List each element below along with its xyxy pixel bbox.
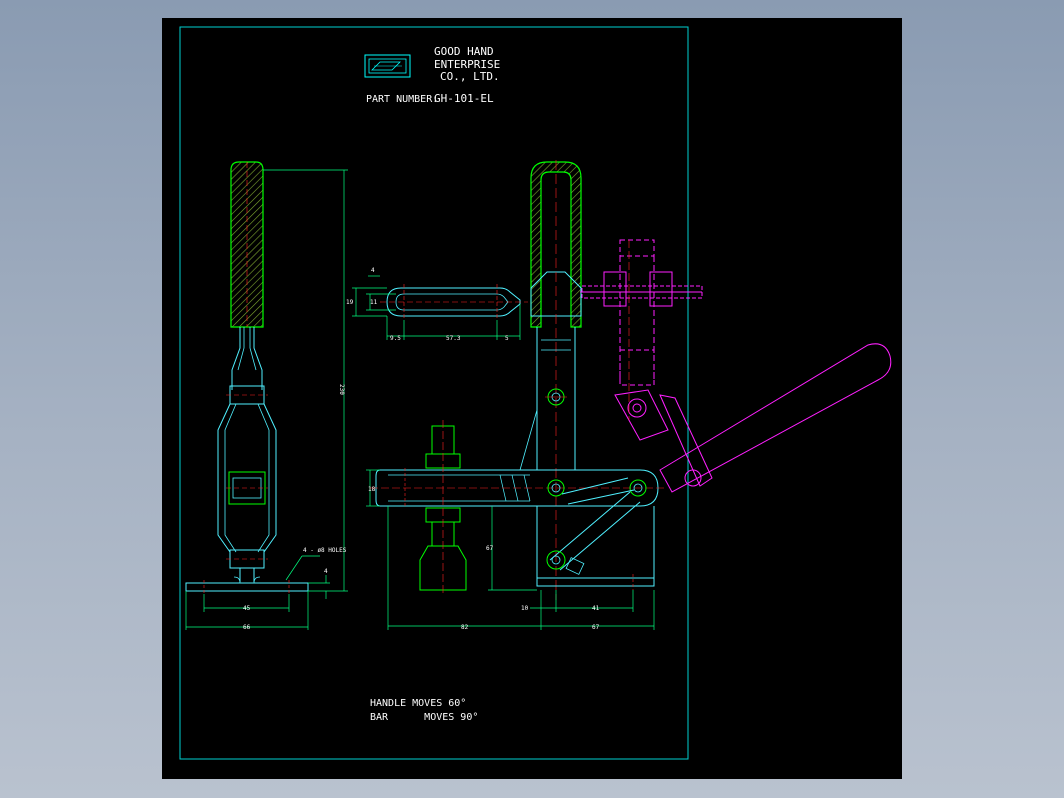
dim-slot-5: 5 bbox=[505, 335, 509, 342]
dim-41: 41 bbox=[592, 605, 600, 612]
side-view bbox=[185, 161, 309, 594]
note-bar-moves: BAR MOVES 90° bbox=[370, 712, 478, 723]
slot-detail bbox=[380, 284, 528, 320]
side-view-dimensions bbox=[185, 169, 348, 630]
dim-holes: 4 - ø8 HOLES bbox=[303, 547, 347, 554]
dim-base-thickness: 4 bbox=[324, 568, 328, 575]
part-number-value: GH-101-EL bbox=[434, 92, 494, 105]
dim-height-67: 67 bbox=[486, 545, 494, 552]
dim-slot-19: 19 bbox=[346, 299, 354, 306]
dim-overall-height: 230 bbox=[338, 384, 345, 395]
dim-hole-spacing: 45 bbox=[243, 605, 251, 612]
part-number-label: PART NUMBER: bbox=[366, 94, 438, 105]
clamp-bar bbox=[375, 469, 659, 507]
company-name-line2: ENTERPRISE bbox=[434, 58, 500, 71]
front-view bbox=[370, 160, 665, 600]
dim-slot-4: 4 bbox=[371, 267, 375, 274]
dim-bar-18: 18 bbox=[368, 486, 376, 493]
dim-base-width: 66 bbox=[243, 624, 251, 631]
slot-dimensions bbox=[352, 275, 521, 340]
company-name-line3: CO., LTD. bbox=[440, 70, 500, 83]
dim-82: 82 bbox=[461, 624, 469, 631]
swing-phantom bbox=[580, 239, 892, 493]
dim-67: 67 bbox=[592, 624, 600, 631]
dim-slot-9-5: 9.5 bbox=[390, 335, 401, 342]
note-handle-moves: HANDLE MOVES 60° bbox=[370, 698, 466, 709]
dim-10: 10 bbox=[521, 605, 529, 612]
front-view-dimensions bbox=[366, 469, 655, 630]
drawing-border bbox=[179, 26, 689, 760]
dim-slot-11: 11 bbox=[370, 299, 378, 306]
company-logo bbox=[364, 54, 411, 78]
company-name-line1: GOOD HAND bbox=[434, 45, 494, 58]
dim-slot-57-3: 57.3 bbox=[446, 335, 461, 342]
